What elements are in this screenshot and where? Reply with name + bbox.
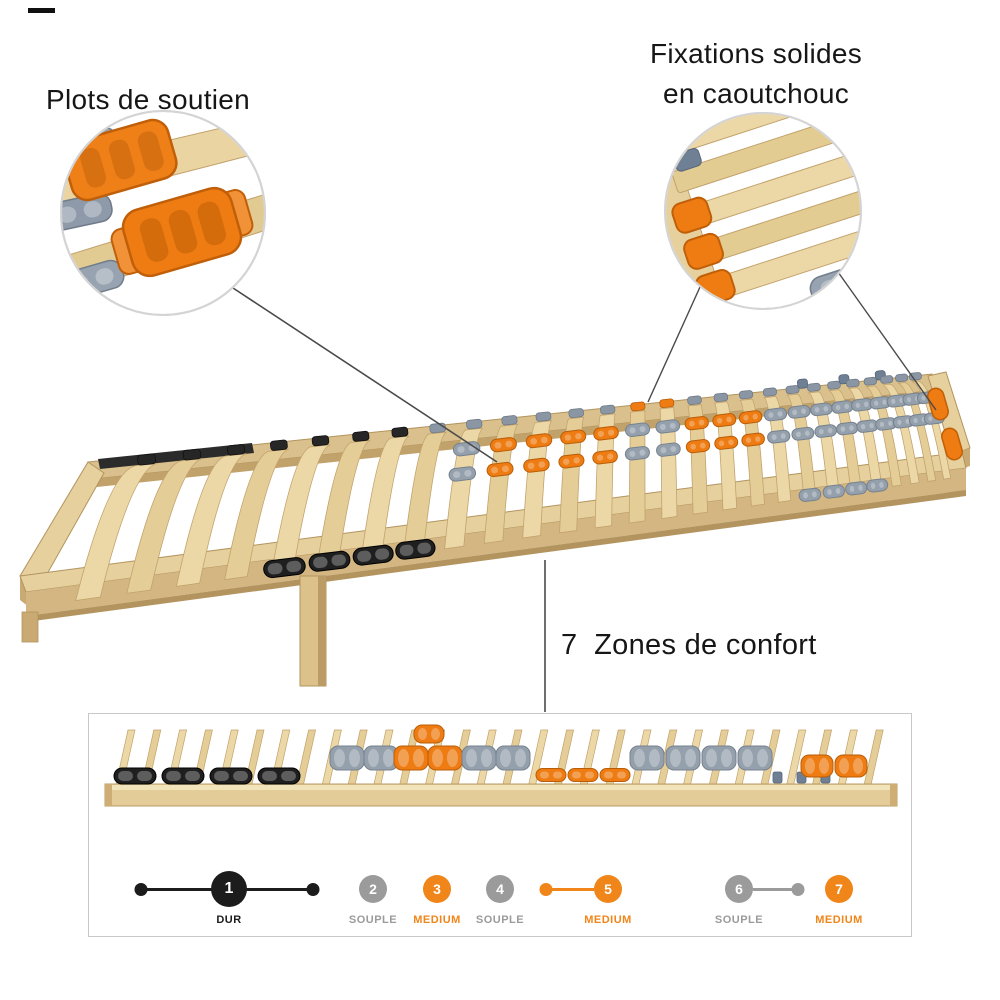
zone-range-line [145, 888, 215, 891]
comfort-zone-scale: 1 DUR 2 SOUPLE 3 MEDIUM 4 SOUPLE 5 MED [89, 870, 911, 936]
zone-label: MEDIUM [413, 914, 461, 926]
slat-sliders-and-holders [137, 370, 945, 579]
zone-label: SOUPLE [714, 914, 764, 926]
zone-number-badge: 6 [725, 875, 753, 903]
zone-label: SOUPLE [475, 914, 525, 926]
zone-range-line [550, 888, 594, 891]
zone-range-line [753, 888, 792, 891]
orange-support-pad [110, 186, 254, 278]
orange-corner-fixations [927, 387, 963, 461]
zone-number-badge: 4 [486, 875, 514, 903]
callout-pointer-lines [232, 271, 937, 712]
zone-number-badge: 7 [825, 875, 853, 903]
zone-label: MEDIUM [815, 914, 863, 926]
zone-range-dot [134, 883, 148, 896]
fixations-title-line2: en caoutchouc [662, 78, 850, 109]
plots-support-callout [60, 110, 266, 316]
rubber-fixing [726, 114, 755, 115]
zone-range-dot [306, 883, 320, 896]
zone-number-badge: 2 [359, 875, 387, 903]
zone-label: MEDIUM [584, 914, 632, 926]
gray-slat-holder [62, 193, 113, 231]
zones-title: 7 Zones de confort [561, 629, 817, 661]
zone-label: SOUPLE [348, 914, 398, 926]
zone-label: DUR [216, 914, 242, 926]
zone-range-dot [791, 883, 805, 896]
zone-range-line [245, 888, 309, 891]
rubber-fixations-callout [664, 112, 862, 310]
fixations-title-line1: Fixations solides [649, 38, 863, 69]
comfort-zones-panel: 1 DUR 2 SOUPLE 3 MEDIUM 4 SOUPLE 5 MED [88, 713, 912, 937]
slatted-bed-base [19, 370, 971, 687]
bed-side-view [104, 724, 898, 807]
wooden-slats [75, 380, 952, 601]
zone-number-badge: 1 [211, 871, 247, 907]
orange-end-cap [683, 232, 724, 270]
plots-title: Plots de soutien [46, 84, 251, 115]
zone-number-badge: 3 [423, 875, 451, 903]
corner-dash-mark [28, 8, 55, 13]
fixations-title: Fixations solides en caoutchouc [586, 34, 926, 114]
zone-number-badge: 5 [594, 875, 622, 903]
zone-range-dot [539, 883, 553, 896]
orange-end-cap [671, 196, 713, 234]
